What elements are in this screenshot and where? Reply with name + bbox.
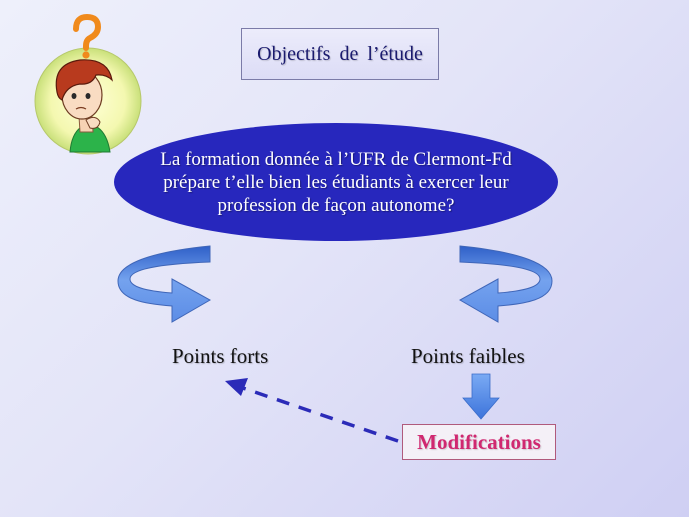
modifications-box: Modifications — [402, 424, 556, 460]
question-line-2: prépare t’elle bien les étudiants à exer… — [163, 171, 509, 193]
points-forts-label: Points forts — [172, 344, 269, 368]
points-faibles-label: Points faibles — [411, 344, 525, 368]
right-curved-arrow — [458, 245, 553, 323]
question-line-1: La formation donnée à l’UFR de Clermont-… — [160, 148, 512, 170]
question-ellipse: La formation donnée à l’UFR de Clermont-… — [114, 123, 558, 241]
dashed-arrow-line — [242, 386, 399, 443]
left-curved-arrow — [117, 245, 212, 323]
question-line-3: profession de façon autonome? — [217, 194, 455, 216]
question-mark-icon — [73, 13, 102, 59]
dashed-arrow-head — [225, 378, 248, 396]
question-text: La formation donnée à l’UFR de Clermont-… — [146, 148, 526, 217]
down-arrow — [462, 373, 500, 420]
title-box: Objectifs de l’étude — [241, 28, 439, 80]
